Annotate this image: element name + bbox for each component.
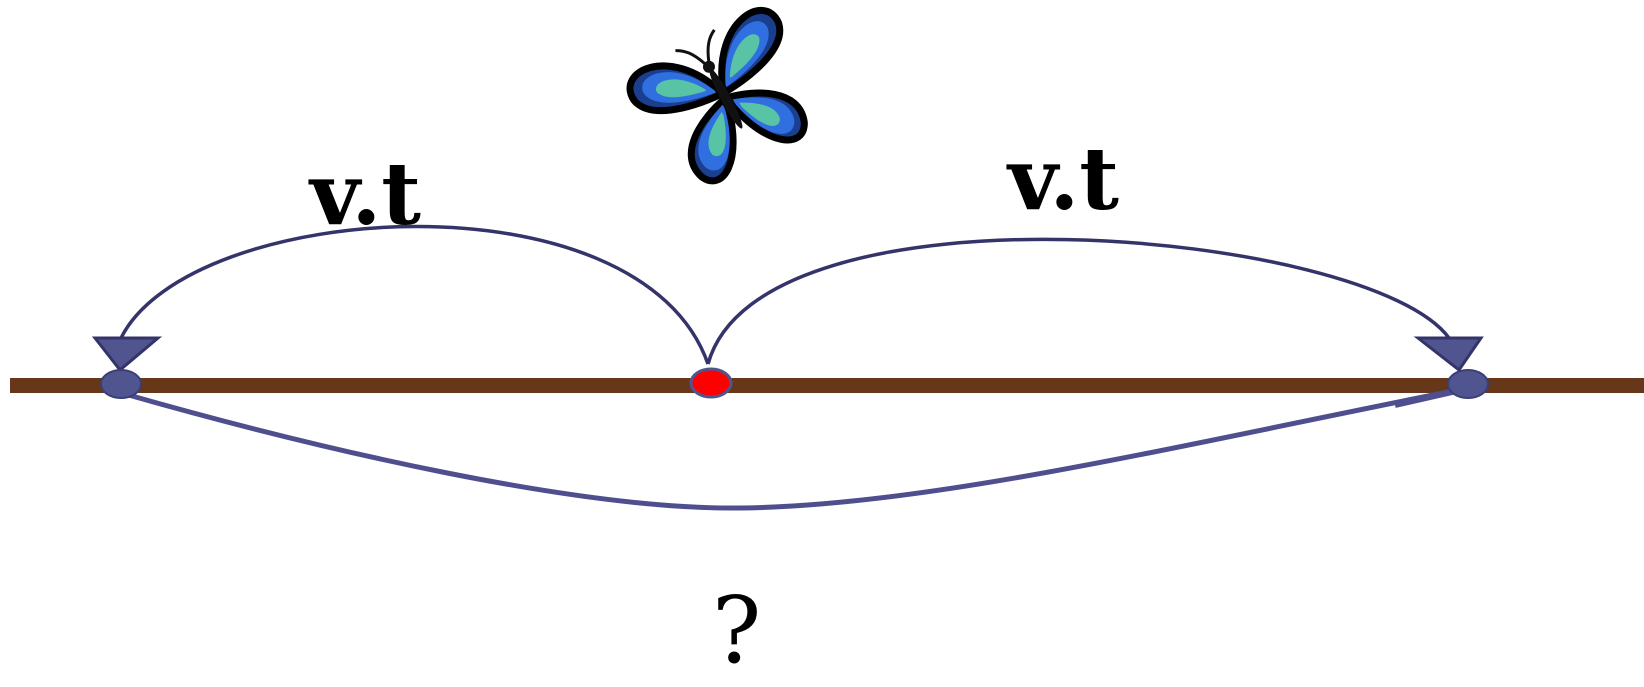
left-arrowhead-icon (91, 336, 163, 373)
track-line (10, 378, 1644, 393)
bottom-curve (117, 385, 1469, 511)
center-node (689, 367, 733, 399)
left-node (100, 369, 142, 399)
right-arc-label: v.t (1008, 129, 1119, 230)
right-arrowhead-icon (1413, 336, 1484, 373)
butterfly-icon (626, 7, 808, 185)
left-arc (119, 224, 710, 365)
question-label: ? (712, 577, 762, 684)
right-arc (706, 237, 1451, 365)
right-node (1447, 369, 1489, 399)
left-arc-label: v.t (310, 144, 421, 245)
